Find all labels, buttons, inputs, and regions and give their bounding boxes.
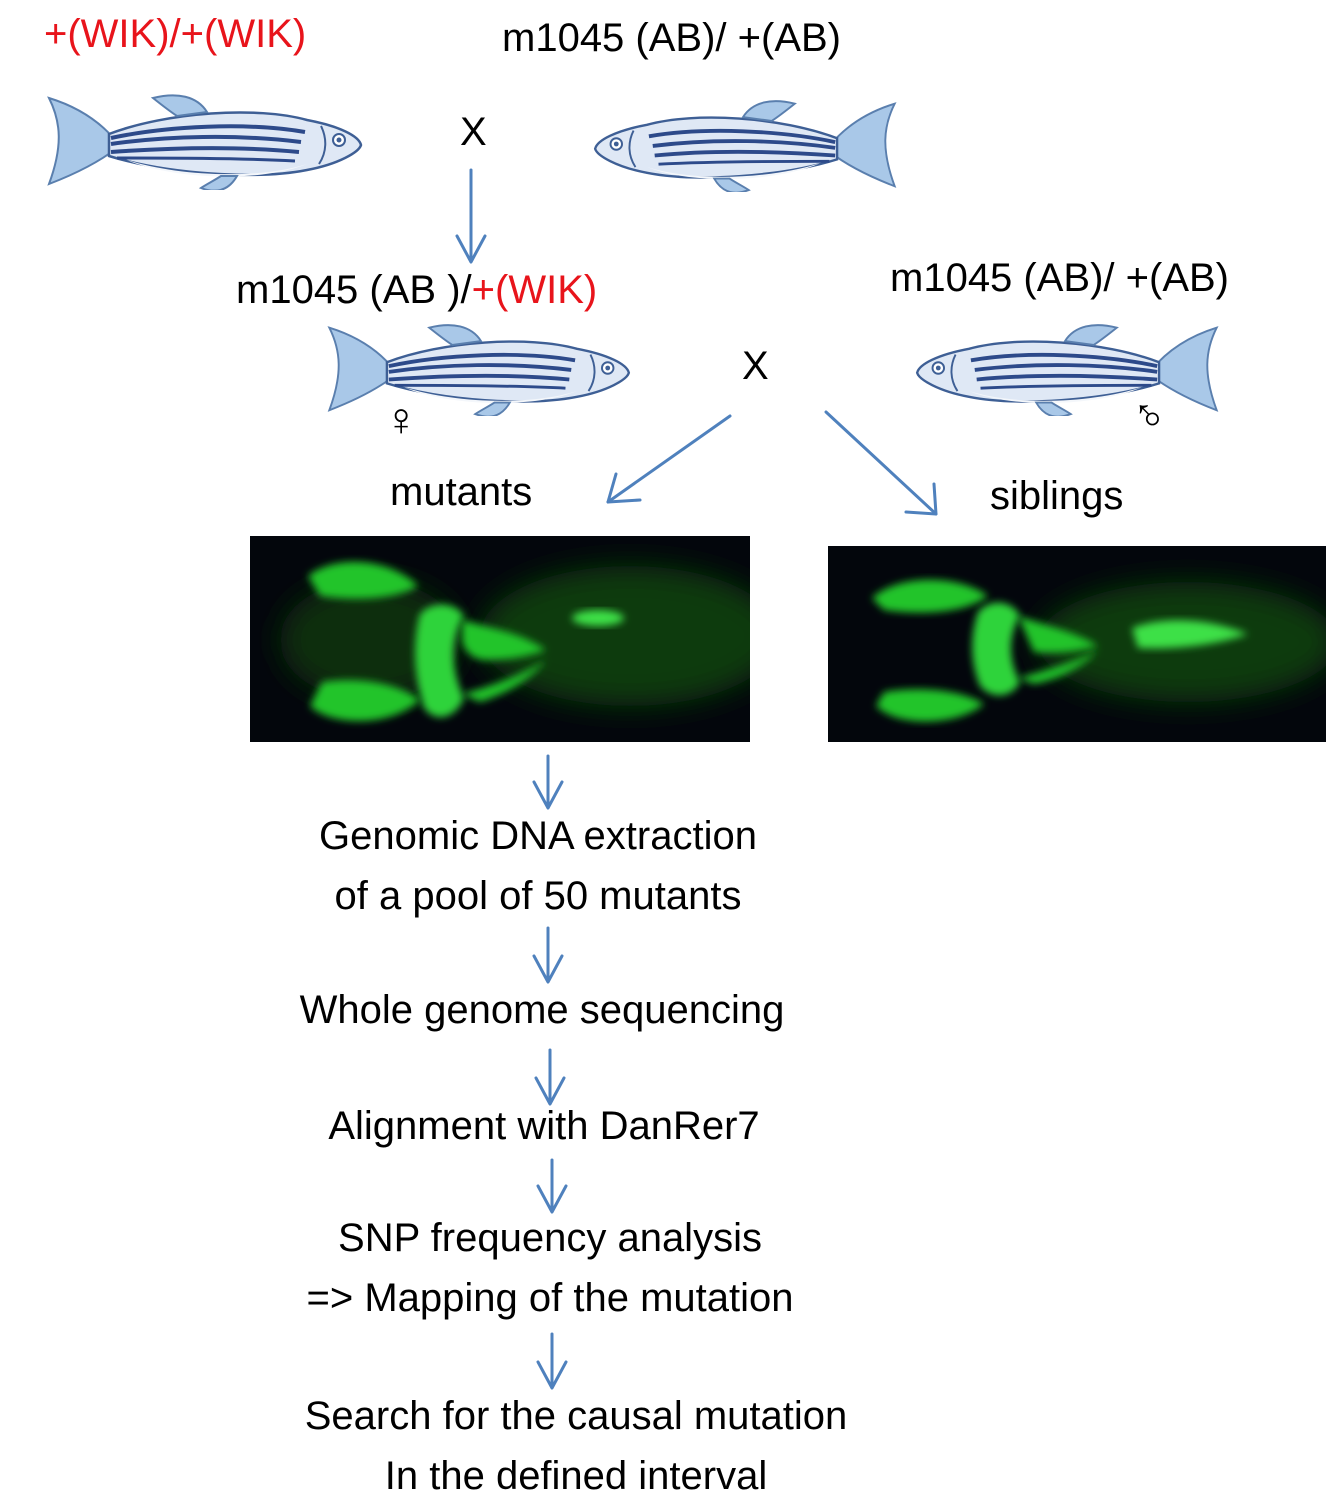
step-sequencing: Whole genome sequencing	[299, 988, 785, 1032]
arrow-down-icon	[536, 1158, 568, 1214]
mutant-micrograph	[250, 536, 750, 742]
arrow-down-icon	[532, 754, 564, 810]
step-dna-extraction-line2: of a pool of 50 mutants	[334, 874, 742, 918]
sibling-micrograph	[828, 546, 1326, 742]
arrow-down-icon	[532, 926, 564, 984]
f1-female-genotype-ab: m1045 (AB )/	[236, 268, 472, 312]
arrow-down-left-icon	[606, 414, 732, 504]
cross-symbol-parents: X	[460, 110, 487, 154]
arrow-down-icon	[455, 168, 487, 264]
step-snp-analysis: SNP frequency analysis => Mapping of the…	[307, 1208, 794, 1328]
step-dna-extraction: Genomic DNA extraction of a pool of 50 m…	[319, 806, 757, 926]
parent-right-genotype: m1045 (AB)/ +(AB)	[502, 16, 842, 60]
step-snp-line2: => Mapping of the mutation	[306, 1276, 794, 1320]
step-causal-line2: In the defined interval	[384, 1454, 768, 1498]
f1-female-genotype-wik: +(WIK)	[471, 268, 598, 312]
f1-male-genotype: m1045 (AB)/ +(AB)	[890, 256, 1230, 300]
siblings-label: siblings	[990, 474, 1124, 518]
step-causal-line1: Search for the causal mutation	[304, 1394, 848, 1438]
arrow-down-icon	[534, 1048, 566, 1106]
arrow-down-icon	[536, 1332, 568, 1390]
cross-symbol-f1: X	[742, 344, 769, 388]
step-causal-search: Search for the causal mutation In the de…	[305, 1386, 848, 1506]
arrow-down-right-icon	[824, 410, 938, 516]
f1-female-genotype: m1045 (AB )/+(WIK)	[236, 266, 597, 314]
step-alignment: Alignment with DanRer7	[328, 1104, 760, 1148]
step-snp-line1: SNP frequency analysis	[338, 1216, 762, 1260]
mutants-label: mutants	[390, 470, 533, 514]
female-symbol: ♀	[384, 393, 419, 445]
step-dna-extraction-line1: Genomic DNA extraction	[319, 814, 757, 858]
parent-left-genotype: +(WIK)/+(WIK)	[44, 12, 307, 56]
